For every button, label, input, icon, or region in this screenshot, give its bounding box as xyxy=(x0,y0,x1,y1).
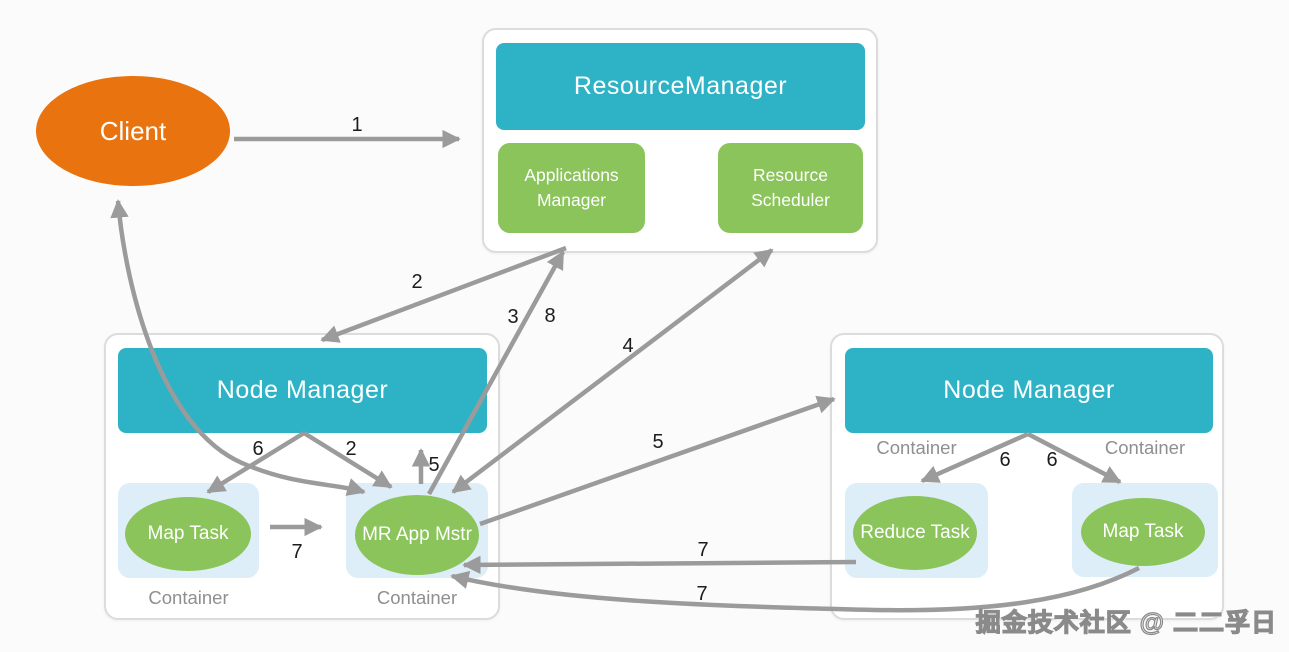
arrow-label-8: 8 xyxy=(544,305,555,327)
arrow-label-4: 4 xyxy=(622,335,633,357)
arrow-label-7-horizontal: 7 xyxy=(697,539,708,561)
arrow-7-reduce-to-mram xyxy=(462,555,857,575)
container-label-mr-app-mstr: Container xyxy=(376,587,458,608)
arrow-label-2: 2 xyxy=(411,271,422,293)
watermark: 掘金技术社区 @ 二二孚日 xyxy=(975,608,1277,637)
arrow-4-rs-mram xyxy=(451,248,774,494)
node-manager-right-box: Node Manager xyxy=(845,348,1213,433)
arrow-label-1: 1 xyxy=(351,114,362,136)
node-manager-left-box: Node Manager xyxy=(118,348,487,433)
arrow-label-3: 3 xyxy=(507,306,518,328)
resource-manager-box: ResourceManager xyxy=(496,43,865,130)
resource-scheduler-box: Resource Scheduler xyxy=(718,143,863,233)
mr-app-mstr-node: MR App Mstr xyxy=(355,495,479,575)
applications-manager-box: Applications Manager xyxy=(498,143,645,233)
arrow-5-mram-to-nm-right xyxy=(479,395,836,527)
reduce-task-node: Reduce Task xyxy=(853,496,977,570)
arrow-label-7-curve: 7 xyxy=(696,583,707,605)
client-node: Client xyxy=(36,76,230,186)
map-task-right-node: Map Task xyxy=(1081,498,1205,566)
container-label-reduce-task: Container xyxy=(876,437,957,458)
map-task-left-node: Map Task xyxy=(125,497,251,571)
container-label-map-task-left: Container xyxy=(148,587,229,608)
arrow-2-am-to-nm-left xyxy=(320,245,567,343)
arrow-label-5-long: 5 xyxy=(652,431,663,453)
container-label-map-task-right: Container xyxy=(1104,437,1186,458)
